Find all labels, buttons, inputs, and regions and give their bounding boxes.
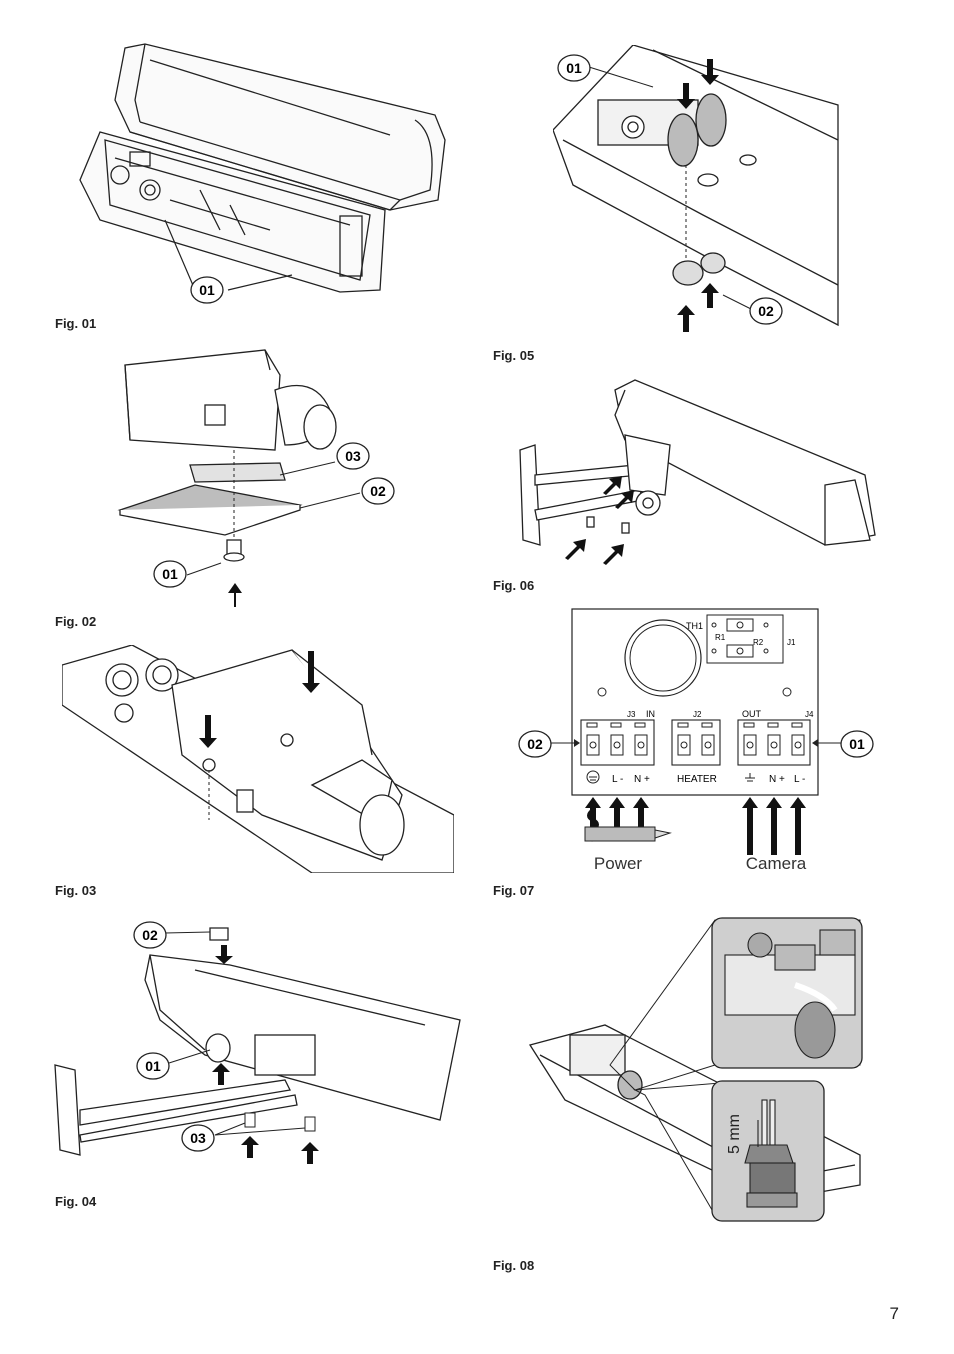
- svg-text:R2: R2: [753, 638, 764, 647]
- svg-text:IN: IN: [646, 709, 655, 719]
- fig07-board: TH1 R1 R2 J1 J3 IN J2 OUT J4 L - N + HEA…: [549, 608, 842, 873]
- svg-text:03: 03: [190, 1130, 206, 1146]
- fig02-illustration: [117, 349, 361, 607]
- svg-text:J2: J2: [693, 710, 702, 719]
- fig01-caption: Fig. 01: [55, 316, 97, 331]
- svg-text:01: 01: [566, 60, 582, 76]
- fig07-caption: Fig. 07: [493, 883, 535, 898]
- fig08-dimension-label: 5 mm: [726, 1114, 743, 1154]
- svg-text:01: 01: [199, 282, 215, 298]
- svg-text:J4: J4: [805, 710, 814, 719]
- svg-text:Power: Power: [594, 854, 643, 873]
- fig04-callout-01: 01: [136, 1052, 170, 1080]
- fig08-illustration: [528, 917, 863, 1222]
- svg-text:L -: L -: [612, 774, 623, 785]
- fig07-callout-01: 01: [840, 730, 874, 758]
- fig01-illustration: [79, 43, 446, 293]
- svg-text:N +: N +: [769, 774, 785, 785]
- page-number: 7: [889, 1304, 899, 1323]
- svg-text:01: 01: [849, 736, 865, 752]
- fig04-callout-02: 02: [133, 921, 167, 949]
- svg-text:03: 03: [345, 448, 361, 464]
- fig02-callout-02: 02: [361, 477, 395, 505]
- fig02-callout-03: 03: [336, 442, 370, 470]
- svg-text:N +: N +: [634, 774, 650, 785]
- fig03-illustration: [62, 645, 454, 873]
- svg-text:J1: J1: [787, 638, 796, 647]
- fig05-callout-01: 01: [557, 54, 591, 82]
- fig02-callout-01: 01: [153, 560, 187, 588]
- fig04-callout-03: 03: [181, 1124, 215, 1152]
- svg-text:02: 02: [758, 303, 774, 319]
- svg-text:02: 02: [527, 736, 543, 752]
- svg-text:OUT: OUT: [742, 709, 762, 719]
- svg-text:L -: L -: [794, 774, 805, 785]
- fig04-caption: Fig. 04: [55, 1194, 97, 1209]
- svg-text:TH1: TH1: [686, 621, 703, 631]
- fig05-caption: Fig. 05: [493, 348, 535, 363]
- svg-text:HEATER: HEATER: [677, 774, 717, 785]
- fig06-illustration: [519, 379, 876, 565]
- svg-text:R1: R1: [715, 633, 726, 642]
- fig04-illustration: [54, 927, 461, 1164]
- svg-text:01: 01: [145, 1058, 161, 1074]
- fig06-caption: Fig. 06: [493, 578, 535, 593]
- fig07-callout-02: 02: [518, 730, 552, 758]
- svg-text:01: 01: [162, 566, 178, 582]
- fig01-callout-01: 01: [190, 276, 224, 304]
- fig03-caption: Fig. 03: [55, 883, 97, 898]
- svg-text:Camera: Camera: [746, 854, 807, 873]
- fig05-callout-02: 02: [749, 297, 783, 325]
- fig02-caption: Fig. 02: [55, 614, 97, 629]
- svg-text:J3: J3: [627, 710, 636, 719]
- fig08-caption: Fig. 08: [493, 1258, 535, 1273]
- fig05-illustration: [553, 45, 839, 332]
- svg-text:02: 02: [370, 483, 386, 499]
- svg-text:02: 02: [142, 927, 158, 943]
